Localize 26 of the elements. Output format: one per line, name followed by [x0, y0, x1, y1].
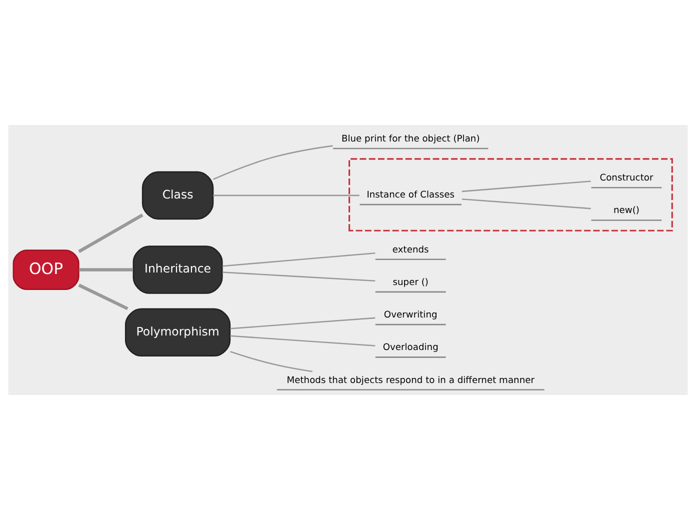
node-box: Class: [142, 171, 214, 220]
node-text: Constructor: [600, 174, 654, 184]
node-text: Blue print for the object (Plan): [341, 134, 480, 144]
node-text: extends: [392, 245, 429, 256]
connector: [78, 268, 134, 272]
connector: [78, 284, 128, 310]
connector: [212, 145, 333, 180]
connector: [230, 317, 376, 330]
node-text: new(): [613, 206, 640, 216]
node-box: Polymorphism: [124, 308, 231, 357]
node-text: Methods that objects respond to in a differnet manner: [286, 376, 534, 386]
connector: [78, 214, 144, 254]
connector: [222, 272, 376, 282]
node-text: Overwriting: [384, 310, 438, 321]
connector: [222, 252, 376, 267]
cluster: [348, 158, 673, 232]
connector: [230, 351, 312, 372]
connector: [213, 194, 360, 196]
connector: [462, 180, 591, 192]
node-text: Instance of Classes: [366, 190, 455, 201]
node-box: Inheritance: [132, 246, 223, 294]
node-text: super (): [392, 278, 428, 288]
connector: [230, 335, 376, 346]
node-text: Overloading: [382, 343, 438, 354]
node-box: OOP: [12, 250, 80, 290]
connector: [462, 198, 591, 210]
